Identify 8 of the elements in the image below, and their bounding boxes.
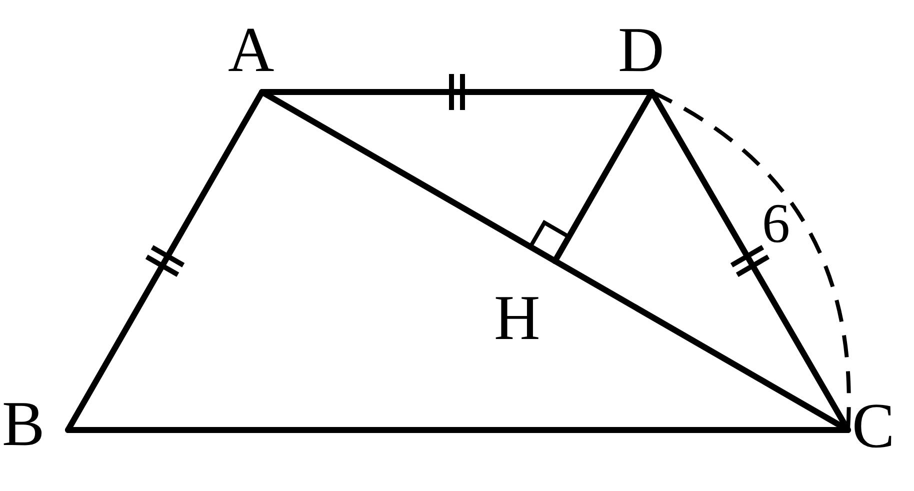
vertex-label: A	[228, 18, 274, 82]
line-segment	[552, 258, 851, 433]
vertex-label: D	[618, 18, 664, 82]
length-label: 6	[762, 196, 790, 252]
vertex-label: H	[494, 286, 540, 350]
line-segment	[552, 89, 655, 264]
vertex-label: C	[852, 394, 895, 458]
vertex-label: B	[2, 392, 45, 456]
